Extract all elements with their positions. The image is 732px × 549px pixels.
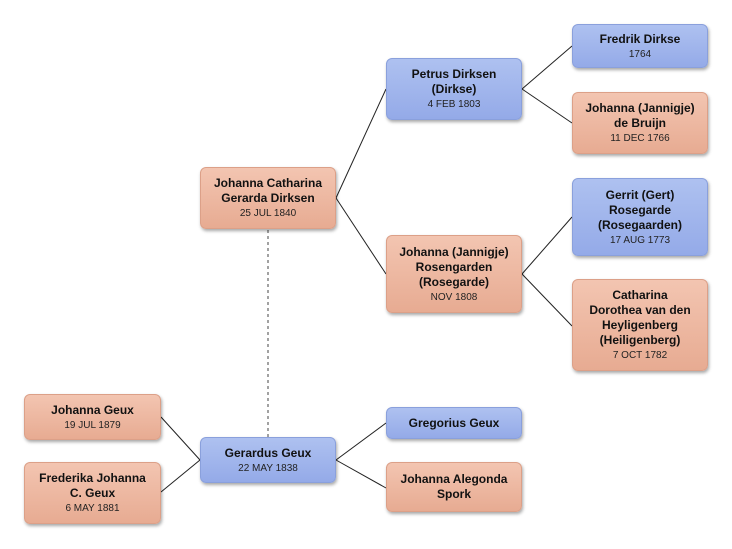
person-name: Heyligenberg bbox=[601, 318, 679, 332]
person-petrus-dirksen[interactable]: Petrus Dirksen (Dirkse) 4 FEB 1803 bbox=[386, 58, 522, 120]
person-name: (Rosegaarden) bbox=[597, 217, 683, 232]
person-name: Johanna Alegonda bbox=[400, 472, 508, 486]
person-name: Johanna (Jannigje) bbox=[585, 101, 695, 115]
person-name: Frederika Johanna bbox=[39, 471, 146, 485]
link-jr-cd bbox=[521, 273, 573, 327]
person-date: 7 OCT 1782 bbox=[612, 350, 668, 361]
person-date: 6 MAY 1881 bbox=[65, 503, 120, 514]
link-jcgd-jr bbox=[335, 197, 387, 275]
person-name: Gregorius Geux bbox=[408, 415, 500, 430]
person-gerardus-geux[interactable]: Gerardus Geux 22 MAY 1838 bbox=[200, 437, 336, 483]
person-frederika-johanna-geux[interactable]: Frederika Johanna C. Geux 6 MAY 1881 bbox=[24, 462, 161, 524]
link-jr-gr bbox=[521, 216, 573, 275]
person-name: Fredrik Dirkse bbox=[599, 31, 681, 46]
person-name: Spork bbox=[436, 487, 471, 501]
person-name: de Bruijn bbox=[613, 116, 666, 130]
person-johanna-alegonda-spork[interactable]: Johanna Alegonda Spork bbox=[386, 462, 522, 512]
link-jcgd-pd bbox=[335, 88, 387, 199]
person-name: C. Geux bbox=[69, 486, 116, 500]
person-name: Catharina bbox=[612, 288, 668, 302]
person-name: (Heiligenberg) bbox=[599, 333, 681, 347]
person-name: (Dirkse) bbox=[431, 82, 477, 96]
person-name: Gerardus Geux bbox=[224, 445, 312, 460]
person-date: 1764 bbox=[628, 48, 652, 60]
person-date: 25 JUL 1840 bbox=[239, 208, 297, 219]
person-johanna-catharina-gerarda-dirksen[interactable]: Johanna Catharina Gerarda Dirksen 25 JUL… bbox=[200, 167, 336, 229]
person-date: 4 FEB 1803 bbox=[427, 99, 481, 110]
person-name: Rosegarde bbox=[608, 202, 672, 217]
link-pd-jdb bbox=[521, 88, 573, 124]
person-name: Johanna (Jannigje) bbox=[399, 244, 509, 259]
link-fjg-gg bbox=[160, 459, 201, 493]
person-johanna-rosengarden[interactable]: Johanna (Jannigje) Rosengarden (Rosegard… bbox=[386, 235, 522, 313]
person-date: NOV 1808 bbox=[430, 291, 478, 303]
person-gregorius-geux[interactable]: Gregorius Geux bbox=[386, 407, 522, 439]
person-name: Rosengarden bbox=[415, 259, 493, 274]
person-catharina-dorothea-van-den-heyligenberg[interactable]: Catharina Dorothea van den Heyligenberg … bbox=[572, 279, 708, 371]
person-name: Gerarda Dirksen bbox=[221, 191, 315, 205]
person-name: Johanna Catharina bbox=[213, 176, 323, 190]
person-gerrit-rosegarde[interactable]: Gerrit (Gert) Rosegarde (Rosegaarden) 17… bbox=[572, 178, 708, 256]
link-gg-greg bbox=[335, 422, 387, 461]
person-name: Johanna Geux bbox=[51, 402, 134, 417]
person-name: Dorothea van den bbox=[589, 303, 691, 317]
person-date: 19 JUL 1879 bbox=[64, 419, 121, 431]
person-name: Petrus Dirksen bbox=[411, 67, 497, 81]
person-name: (Rosegarde) bbox=[418, 274, 489, 289]
person-date: 11 DEC 1766 bbox=[610, 133, 670, 144]
person-fredrik-dirkse[interactable]: Fredrik Dirkse 1764 bbox=[572, 24, 708, 68]
link-pd-fd bbox=[521, 45, 573, 90]
person-johanna-de-bruijn[interactable]: Johanna (Jannigje) de Bruijn 11 DEC 1766 bbox=[572, 92, 708, 154]
person-date: 22 MAY 1838 bbox=[238, 462, 298, 474]
person-date: 17 AUG 1773 bbox=[609, 234, 671, 246]
person-name: Gerrit (Gert) bbox=[605, 187, 675, 202]
link-gg-jas bbox=[335, 459, 387, 489]
link-jg-gg bbox=[160, 416, 201, 461]
person-johanna-geux[interactable]: Johanna Geux 19 JUL 1879 bbox=[24, 394, 161, 440]
